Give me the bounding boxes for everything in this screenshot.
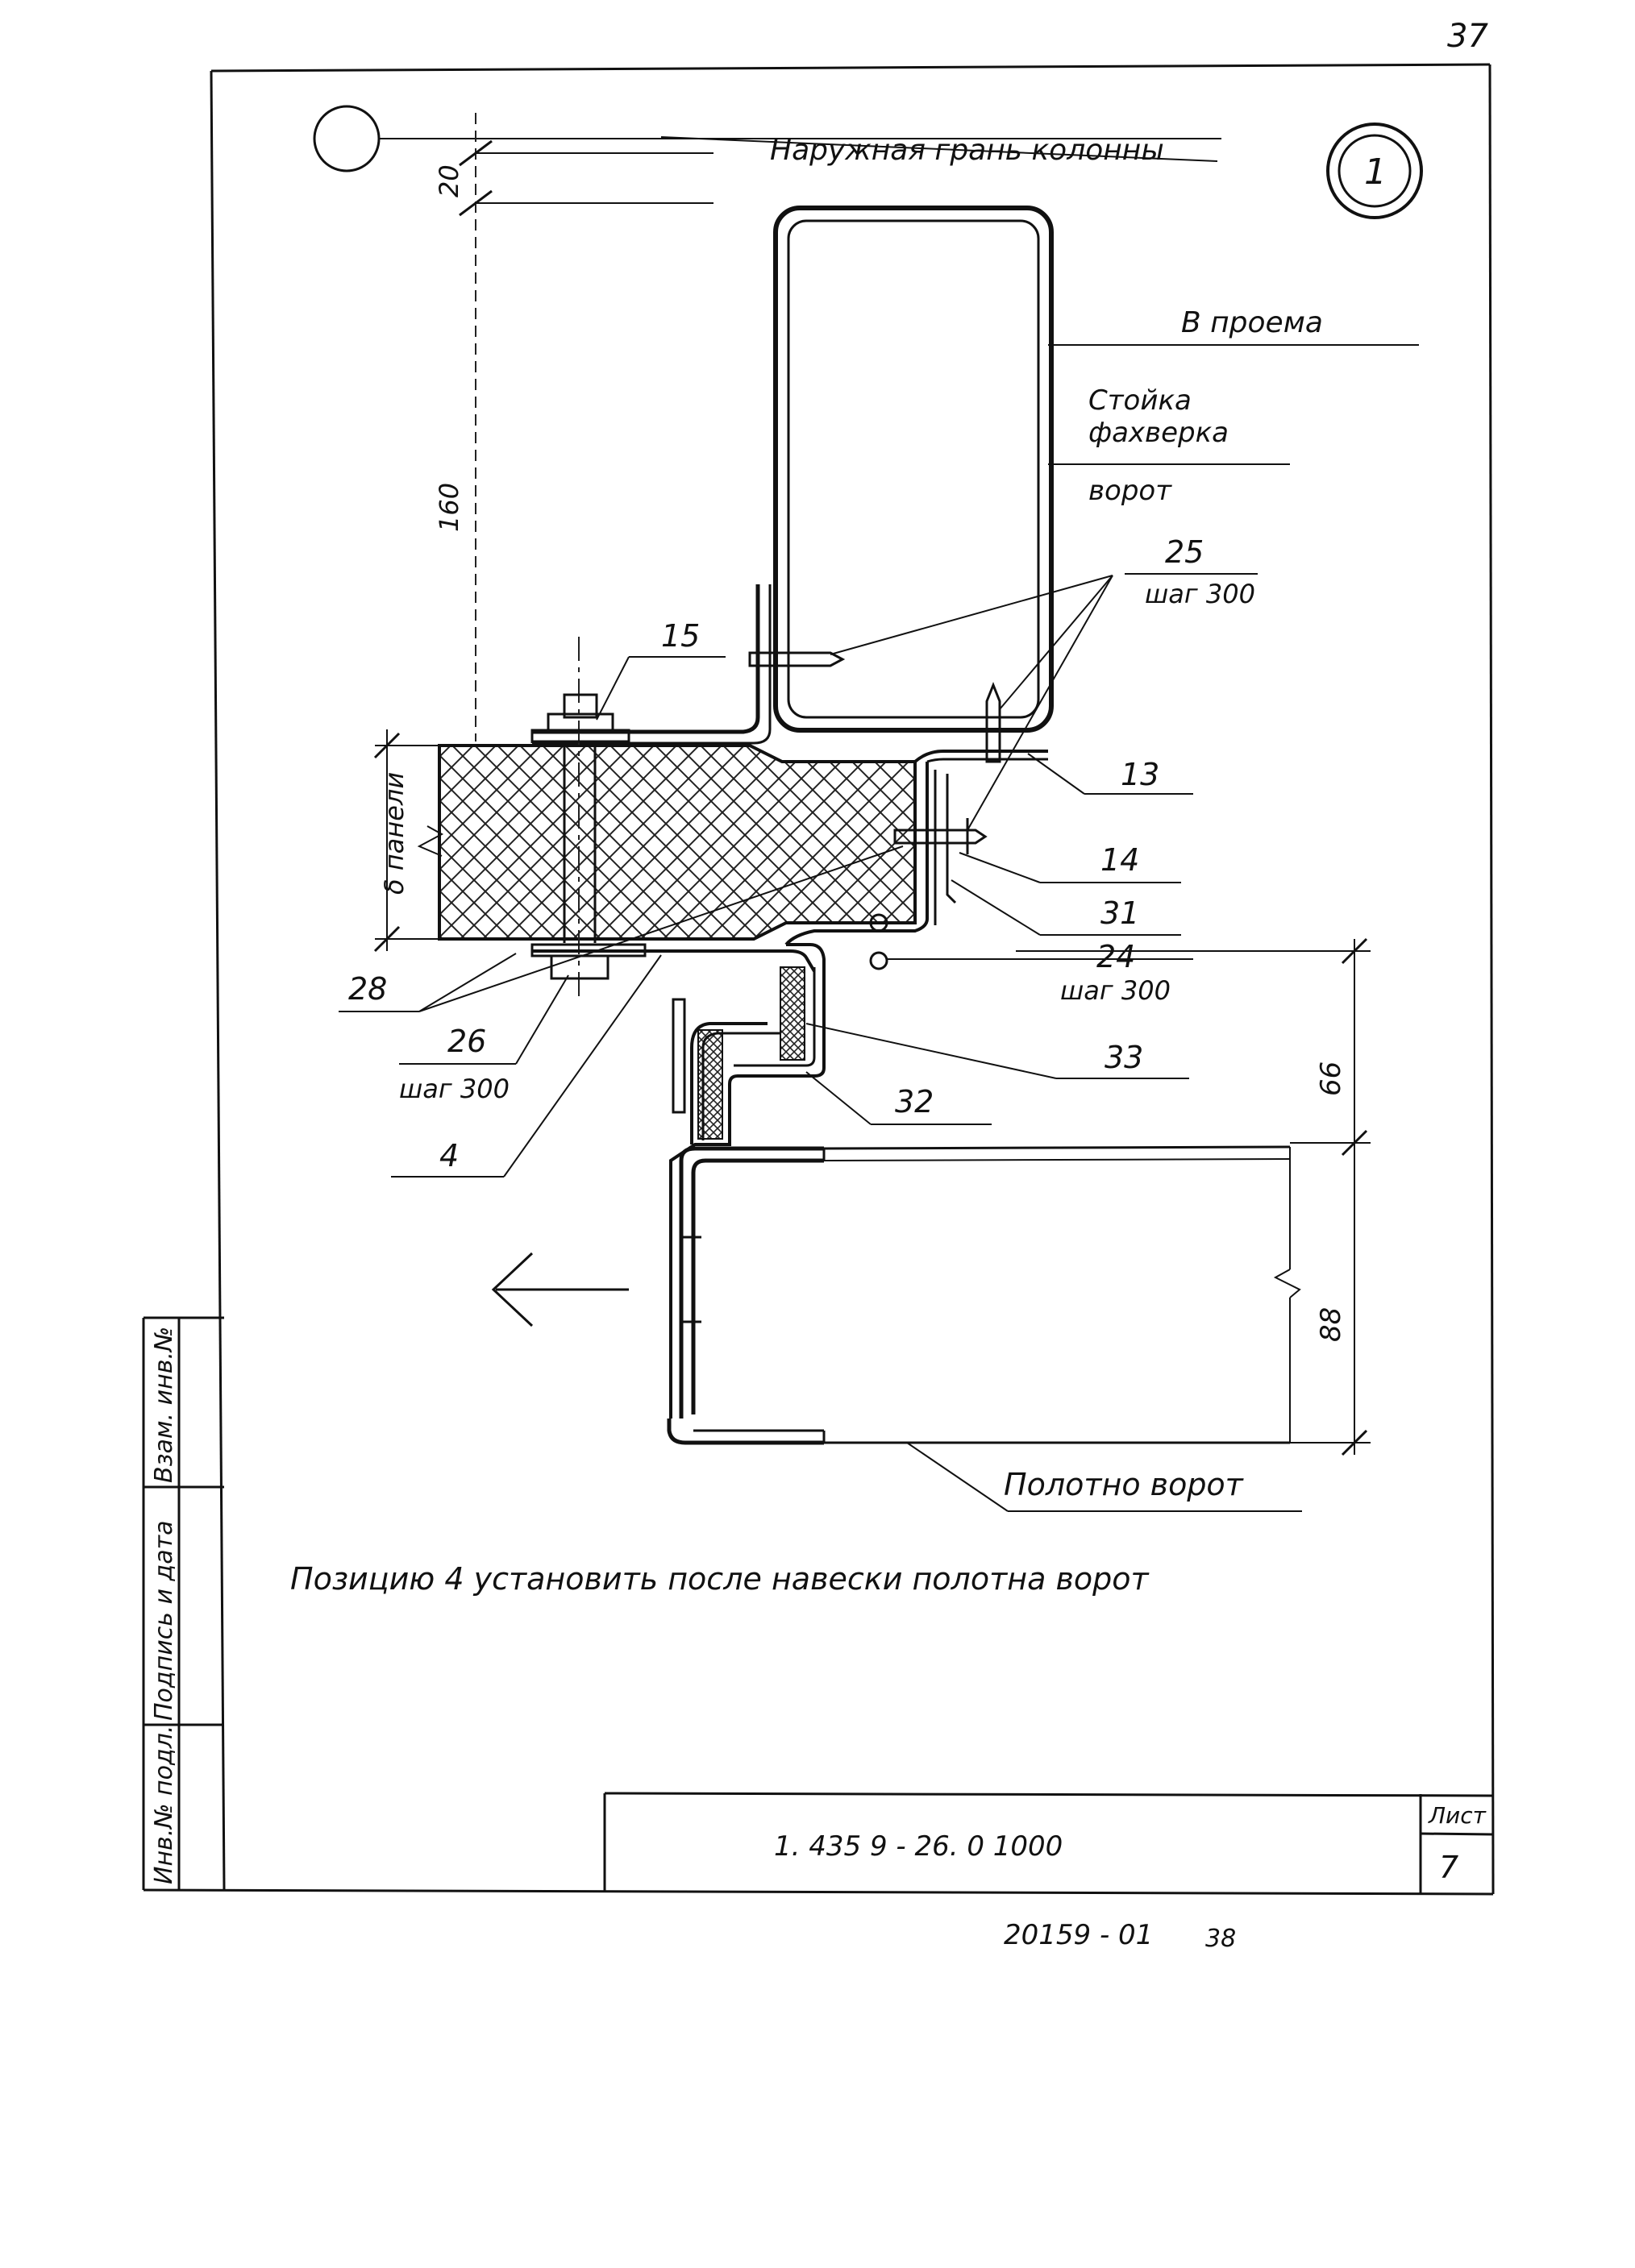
callout-25: 25 шаг 300 bbox=[830, 534, 1258, 831]
side-stamp: Взам. инв.№ Подпись и дата Инв.№ подл. bbox=[142, 1316, 224, 1890]
title-block: 1. 435 9 - 26. 0 1000 Лист 7 bbox=[603, 1792, 1494, 1894]
detail-mark: 1 bbox=[1326, 123, 1423, 219]
callout-28-num: 28 bbox=[348, 971, 387, 1007]
gate-leaf-label: Полотно ворот bbox=[1004, 1467, 1245, 1502]
clip-profile bbox=[784, 750, 1048, 946]
outer-face-label: Наружная грань колонны bbox=[770, 134, 1164, 167]
bracket-profile bbox=[530, 584, 772, 745]
stamp-replace-inv: Взам. инв.№ bbox=[150, 1327, 178, 1483]
drawing-frame bbox=[143, 63, 1495, 1896]
dim-88: 88 bbox=[1315, 1307, 1347, 1342]
callout-28: 28 bbox=[339, 845, 904, 1012]
callout-13-num: 13 bbox=[1121, 757, 1159, 792]
bolt-assembly bbox=[530, 637, 647, 999]
bottom-code: 20159 - 01 bbox=[1004, 1919, 1153, 1951]
callout-31-num: 31 bbox=[1100, 895, 1139, 931]
dim-66: 66 bbox=[1315, 1061, 1347, 1096]
callout-26-step: шаг 300 bbox=[399, 1074, 510, 1104]
rivet-marks bbox=[869, 913, 888, 970]
stamp-signature-date: Подпись и дата bbox=[150, 1521, 178, 1722]
callout-15-num: 15 bbox=[661, 618, 700, 654]
post-label-1: Стойка bbox=[1088, 384, 1192, 417]
bottom-sheet: 38 bbox=[1205, 1925, 1236, 1953]
callout-33-num: 33 bbox=[1105, 1040, 1143, 1075]
callout-31: 31 bbox=[951, 879, 1181, 936]
callout-24: 24 шаг 300 bbox=[887, 939, 1193, 1006]
callout-33: 33 bbox=[805, 1023, 1189, 1079]
post-label-3: ворот bbox=[1088, 475, 1172, 507]
to-opening-label: В проема bbox=[1181, 306, 1323, 339]
callout-32-num: 32 bbox=[895, 1084, 934, 1119]
callout-13: 13 bbox=[1027, 753, 1193, 795]
outer-face-callout: Наружная грань колонны bbox=[379, 134, 1221, 167]
callout-24-step: шаг 300 bbox=[1060, 975, 1171, 1006]
gate-leaf-callout: Полотно ворот bbox=[906, 1442, 1302, 1512]
callout-14: 14 bbox=[959, 842, 1181, 883]
screw-25-b bbox=[985, 681, 1001, 763]
callout-25-num: 25 bbox=[1165, 534, 1204, 570]
dimension-vertical-right: 66 88 bbox=[1016, 937, 1371, 1456]
callout-26-num: 26 bbox=[447, 1024, 486, 1059]
callout-26: 26 шаг 300 bbox=[399, 974, 569, 1104]
installation-note: Позицию 4 установить после навески полот… bbox=[290, 1561, 1150, 1597]
dim-160: 160 bbox=[434, 483, 464, 532]
screw-24 bbox=[893, 818, 988, 854]
screw-25-a bbox=[748, 645, 846, 674]
stamp-inv-original: Инв.№ подл. bbox=[150, 1726, 178, 1884]
callout-4: 4 bbox=[391, 954, 662, 1178]
callout-14-num: 14 bbox=[1100, 842, 1139, 878]
sandwich-panel bbox=[438, 744, 917, 941]
callout-4-num: 4 bbox=[439, 1138, 459, 1173]
dimension-vertical-left: 20 160 bbox=[434, 113, 713, 741]
post-label-2: фахверка bbox=[1088, 417, 1229, 449]
gate-frame-profile bbox=[532, 943, 826, 1419]
title-doc-code: 1. 435 9 - 26. 0 1000 bbox=[774, 1830, 1063, 1863]
panel-thickness-dimension: δ панели bbox=[373, 729, 444, 953]
page-number: 37 bbox=[1447, 18, 1488, 55]
reference-circle bbox=[313, 105, 381, 172]
title-sheet-label: Лист bbox=[1428, 1802, 1487, 1829]
callout-15: 15 bbox=[596, 618, 726, 721]
direction-arrow bbox=[491, 1252, 629, 1327]
post-profile bbox=[773, 206, 1054, 733]
dim-20: 20 bbox=[434, 164, 464, 197]
callout-24-num: 24 bbox=[1096, 939, 1135, 974]
callout-32: 32 bbox=[805, 1071, 992, 1125]
gate-leaf bbox=[667, 1145, 1301, 1445]
callout-25-step: шаг 300 bbox=[1145, 579, 1255, 609]
title-sheet-number: 7 bbox=[1439, 1850, 1458, 1885]
dim-panel: δ панели bbox=[379, 772, 410, 895]
detail-mark-number: 1 bbox=[1364, 152, 1387, 193]
